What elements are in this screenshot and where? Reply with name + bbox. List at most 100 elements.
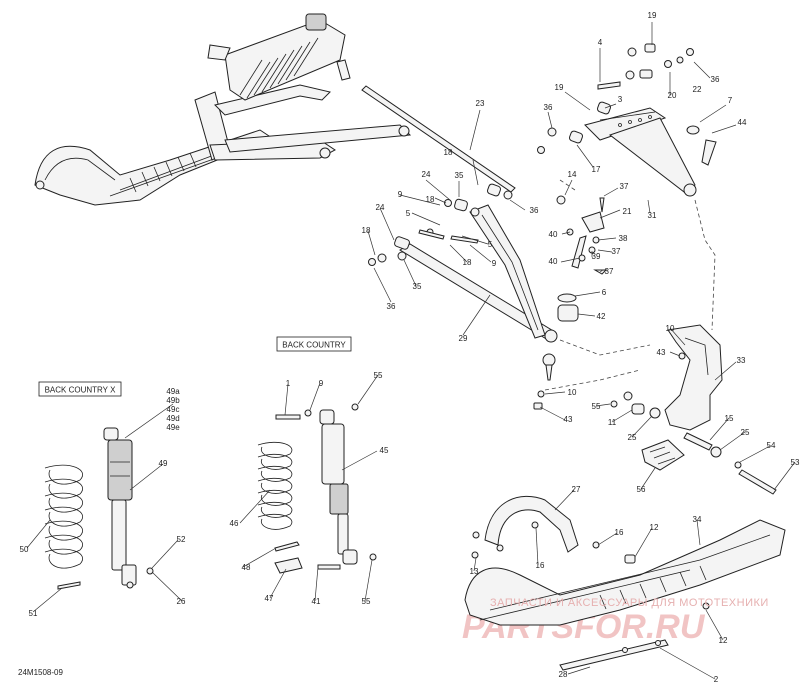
callout: 53 xyxy=(791,458,800,467)
callout: 13 xyxy=(470,567,479,576)
callout: 40 xyxy=(549,230,558,239)
callout: 42 xyxy=(597,312,606,321)
callout-numbers: 19 4 36 22 20 23 19 3 36 7 44 17 18 24 3… xyxy=(20,11,800,684)
callout: 41 xyxy=(312,597,321,606)
callout: 24 xyxy=(422,170,431,179)
callout: 37 xyxy=(620,182,629,191)
callout: 6 xyxy=(602,288,607,297)
assembly-guide-lines xyxy=(544,179,716,391)
callout: 11 xyxy=(608,418,617,427)
callout: 34 xyxy=(693,515,702,524)
callout: 1 xyxy=(286,379,291,388)
callout: 36 xyxy=(387,302,396,311)
callout: 19 xyxy=(555,83,564,92)
callout: 29 xyxy=(459,334,468,343)
callout: 36 xyxy=(530,206,539,215)
callout: 22 xyxy=(693,85,702,94)
callout: 16 xyxy=(615,528,624,537)
callout: 10 xyxy=(568,388,577,397)
callout: 27 xyxy=(572,485,581,494)
callout: 55 xyxy=(374,371,383,380)
callout: 25 xyxy=(628,433,637,442)
callout: 14 xyxy=(568,170,577,179)
callout: 4 xyxy=(598,38,603,47)
callout: 45 xyxy=(380,446,389,455)
callout: 2 xyxy=(714,675,719,684)
back-country-x-label: BACK COUNTRY X xyxy=(45,386,116,395)
callout: 37 xyxy=(605,267,614,276)
callout: 38 xyxy=(619,234,628,243)
callout: 18 xyxy=(426,195,435,204)
callout: 49 xyxy=(159,459,168,468)
callout: 49c xyxy=(167,405,180,414)
spring-back-country-illustration xyxy=(257,441,293,530)
callout: 18 xyxy=(444,148,453,157)
callout: 49e xyxy=(166,423,180,432)
callout: 12 xyxy=(719,636,728,645)
ski-handle-illustration xyxy=(471,495,600,559)
watermark-text: ЗАПЧАСТИ И АКСЕССУАРЫ ДЛЯ МОТОТЕХНИКИ xyxy=(490,597,769,609)
callout: 33 xyxy=(737,356,746,365)
callout: 7 xyxy=(728,96,733,105)
callout: 35 xyxy=(413,282,422,291)
ski-illustration xyxy=(464,519,786,671)
callout: 9 xyxy=(398,190,403,199)
callout: 56 xyxy=(637,485,646,494)
callout: 17 xyxy=(592,165,601,174)
callout: 49d xyxy=(166,414,179,423)
callout: 23 xyxy=(476,99,485,108)
callout: 19 xyxy=(648,11,657,20)
callout: 35 xyxy=(455,171,464,180)
callout: 55 xyxy=(362,597,371,606)
callout: 37 xyxy=(612,247,621,256)
callout: 3 xyxy=(618,95,623,104)
callout: 10 xyxy=(666,324,675,333)
callout: 52 xyxy=(177,535,186,544)
callout: 47 xyxy=(265,594,274,603)
callout: 39 xyxy=(592,252,601,261)
shock-back-country-illustration xyxy=(274,403,377,574)
leader-lines xyxy=(26,22,796,680)
callout: 12 xyxy=(650,523,659,532)
spindle-illustration xyxy=(610,324,777,495)
callout: 9 xyxy=(492,259,497,268)
callout: 9 xyxy=(319,379,324,388)
spring-back-country-x-illustration xyxy=(44,464,83,590)
callout: 20 xyxy=(668,91,677,100)
callout: 49a xyxy=(166,387,180,396)
callout: 40 xyxy=(549,257,558,266)
callout: 48 xyxy=(242,563,251,572)
callout: 18 xyxy=(362,226,371,235)
callout: 24 xyxy=(376,203,385,212)
back-country-x-box: BACK COUNTRY X xyxy=(38,381,122,397)
callout: 50 xyxy=(20,545,29,554)
callout: 28 xyxy=(559,670,568,679)
shock-back-country-x-illustration xyxy=(103,427,154,589)
callout: 31 xyxy=(648,211,657,220)
callout: 5 xyxy=(406,209,411,218)
callout: 55 xyxy=(592,402,601,411)
back-country-label: BACK COUNTRY xyxy=(282,341,346,350)
callout: 43 xyxy=(657,348,666,357)
callout: 36 xyxy=(711,75,720,84)
callout: 44 xyxy=(738,118,747,127)
drawing-code: 24M1508-09 xyxy=(18,668,63,677)
callout: 25 xyxy=(741,428,750,437)
callout: 54 xyxy=(767,441,776,450)
callout: 51 xyxy=(29,609,38,618)
assembled-suspension-illustration xyxy=(34,13,412,206)
callout: 15 xyxy=(725,414,734,423)
callout: 49b xyxy=(166,396,180,405)
callout: 46 xyxy=(230,519,239,528)
callout: 18 xyxy=(463,258,472,267)
exploded-a-arms-illustration xyxy=(361,43,717,410)
callout: 43 xyxy=(564,415,573,424)
callout: 36 xyxy=(544,103,553,112)
back-country-box: BACK COUNTRY xyxy=(276,336,352,352)
callout: 16 xyxy=(536,561,545,570)
callout: 5 xyxy=(488,240,493,249)
callout: 21 xyxy=(623,207,632,216)
callout: 26 xyxy=(177,597,186,606)
